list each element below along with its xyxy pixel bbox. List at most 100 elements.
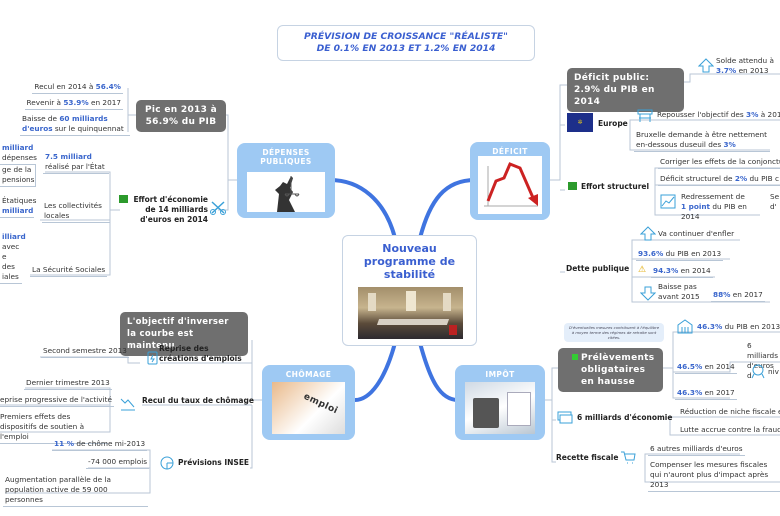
branch-deficit — [418, 178, 477, 240]
list-item: 6 autres milliards d'euros — [648, 444, 745, 456]
item-text: Compenser les mesures fiscales qui n'aur… — [650, 460, 769, 489]
list-item: illiard avec e des iales — [0, 232, 26, 284]
highlighted-value: milliard — [2, 143, 34, 152]
employment-newspaper-image: emploi — [272, 382, 345, 434]
list-item: Lutte accrue contre la fraude — [678, 425, 780, 436]
item-text: en 2017 — [88, 98, 121, 107]
list-item: 7.5 milliard réalisé par l'État — [43, 152, 109, 174]
highlighted-value: 88% — [713, 290, 731, 299]
deficit-public-node[interactable]: Déficit public: 2.9% du PIB en 2014 — [567, 68, 684, 112]
item-text: en 2017 — [702, 388, 735, 397]
item-text: Baisse de — [22, 114, 60, 123]
list-item: 46.3% en 2017 — [675, 388, 737, 400]
list-item: Redressement de 1 point du PIB en 2014 — [679, 192, 753, 223]
money-icon — [557, 410, 573, 425]
arrow-up-icon — [697, 58, 715, 73]
list-item: Se d' — [768, 192, 780, 213]
list-item: Réduction de niche fiscale e — [678, 407, 780, 418]
arrow-down-icon — [639, 286, 657, 301]
item-text: sur le quinquennat — [52, 124, 124, 133]
item-text: -74 000 emplois — [88, 457, 148, 466]
topic-label: DÉPENSES PUBLIQUES — [260, 148, 312, 166]
topic-deficit[interactable]: DÉFICIT — [470, 142, 550, 220]
list-item: Baisse de 60 milliards d'euros sur le qu… — [20, 114, 130, 136]
list-item: 46.3% du PIB en 2013 — [695, 322, 780, 333]
item-text: eprise progressive de l'activité — [0, 395, 112, 404]
list-item: ge de la pensions — [0, 164, 36, 187]
highlighted-value: milliard — [2, 206, 34, 215]
pie-chart-icon — [159, 455, 175, 470]
list-item: milliard dépenses — [0, 143, 37, 164]
highlighted-value: 1 point — [681, 202, 711, 211]
item-text: niv — [768, 367, 779, 376]
list-item: Solde attendu à 3.7% en 2013 — [714, 56, 780, 77]
cart-icon — [620, 450, 636, 465]
cabinet-meeting-photo — [358, 287, 463, 339]
list-item: Corriger les effets de la conjoncture — [658, 157, 780, 169]
prelevements-node[interactable]: Prélèvements obligataires en hausse — [558, 348, 663, 392]
dette-publique-node[interactable]: Dette publique — [566, 264, 630, 273]
list-item: Repousser l'objectif des 3% à 2015 — [655, 110, 780, 121]
item-text: Baisse pas avant 2015 — [658, 282, 700, 301]
item-text: Étatiques — [2, 196, 37, 205]
forecast-title-box: PRÉVISION DE CROISSANCE "RÉALISTE" DE 0.… — [277, 25, 535, 61]
item-text: Dernier trimestre 2013 — [26, 378, 110, 387]
topic-label: DÉFICIT — [492, 147, 528, 156]
title-line-2: DE 0.1% EN 2013 ET 1.2% EN 2014 — [316, 43, 496, 54]
recul-chomage-node[interactable]: Recul du taux de chômage — [142, 396, 254, 405]
list-item: Second semestre 2013 — [41, 346, 129, 358]
effort-economie-node[interactable]: Effort d'économie de 14 milliards d'euro… — [133, 195, 208, 224]
item-text: Recul en 2014 à — [34, 82, 96, 91]
highlighted-value: 11 % — [54, 439, 75, 448]
recette-fiscale-node[interactable]: Recette fiscale — [556, 453, 619, 462]
list-item: Étatiques milliard — [0, 196, 37, 218]
growth-chart-icon — [660, 194, 676, 209]
list-item: Premiers effets des dispositifs de souti… — [0, 412, 108, 444]
list-item: Dernier trimestre 2013 — [24, 378, 112, 390]
item-text: en 2013 — [736, 66, 769, 75]
item-text: avec e des iales — [2, 242, 20, 281]
highlighted-value: 46.3% — [677, 388, 703, 397]
highlighted-value: 53.9% — [63, 98, 89, 107]
branch-depenses — [328, 178, 397, 240]
item-text: Bruxelle demande à être nettement en-des… — [636, 130, 768, 149]
topic-depenses-publiques[interactable]: DÉPENSES PUBLIQUES — [237, 143, 335, 218]
list-item: Augmentation parallèle de la population … — [3, 475, 148, 507]
topic-label: IMPÔT — [485, 370, 515, 379]
topic-impot[interactable]: IMPÔT — [455, 365, 545, 440]
effort-structurel-node[interactable]: Effort structurel — [581, 182, 650, 191]
item-text: du PIB c — [747, 174, 780, 183]
item-text: en 2014 — [702, 362, 735, 371]
item-text: Solde attendu à — [716, 56, 774, 65]
highlighted-value: 46.3% — [697, 322, 723, 331]
title-line-1: PRÉVISION DE CROISSANCE "RÉALISTE" — [304, 31, 508, 42]
economie-node[interactable]: 6 milliards d'économie — [577, 413, 673, 422]
pic-2013-node[interactable]: Pic en 2013 à 56.9% du PIB — [136, 100, 226, 132]
item-text: de chôme mi-2013 — [74, 439, 146, 448]
item-text: dépenses — [2, 153, 37, 162]
objectif-node[interactable]: L'objectif d'inverser la courbe est main… — [120, 312, 248, 356]
topic-chomage[interactable]: CHÔMAGE emploi — [262, 365, 355, 440]
warning-icon: ⚠ — [638, 265, 647, 275]
previsions-insee-node[interactable]: Prévisions INSEE — [178, 458, 250, 467]
item-text: Revenir à — [26, 98, 64, 107]
item-text: en 2017 — [730, 290, 763, 299]
highlighted-value: 46.5% — [677, 362, 703, 371]
list-item: eprise progressive de l'activité — [0, 395, 114, 407]
item-text: à 2015 — [760, 110, 780, 119]
highlighted-value: 3% — [746, 110, 759, 119]
highlighted-value: 56.4% — [95, 82, 121, 91]
reprise-node[interactable]: Reprise des créations d'emplois — [159, 344, 242, 363]
item-text: Repousser l'objectif des — [657, 110, 747, 119]
europe-node[interactable]: Europe — [598, 119, 628, 128]
flag-icon — [568, 182, 577, 190]
tax-calculator-image — [465, 382, 535, 434]
justice-statue-image — [247, 172, 325, 212]
central-topic[interactable]: Nouveau programme de stabilité — [342, 235, 477, 346]
item-text: Corriger les effets de la conjoncture — [660, 157, 780, 166]
list-item: 88% en 2017 — [711, 290, 765, 302]
battery-icon — [145, 350, 161, 365]
item-text: La Sécurité Sociales — [32, 265, 106, 274]
list-item: Bruxelle demande à être nettement en-des… — [634, 130, 770, 152]
list-item: Va continuer d'enfler — [656, 229, 736, 240]
